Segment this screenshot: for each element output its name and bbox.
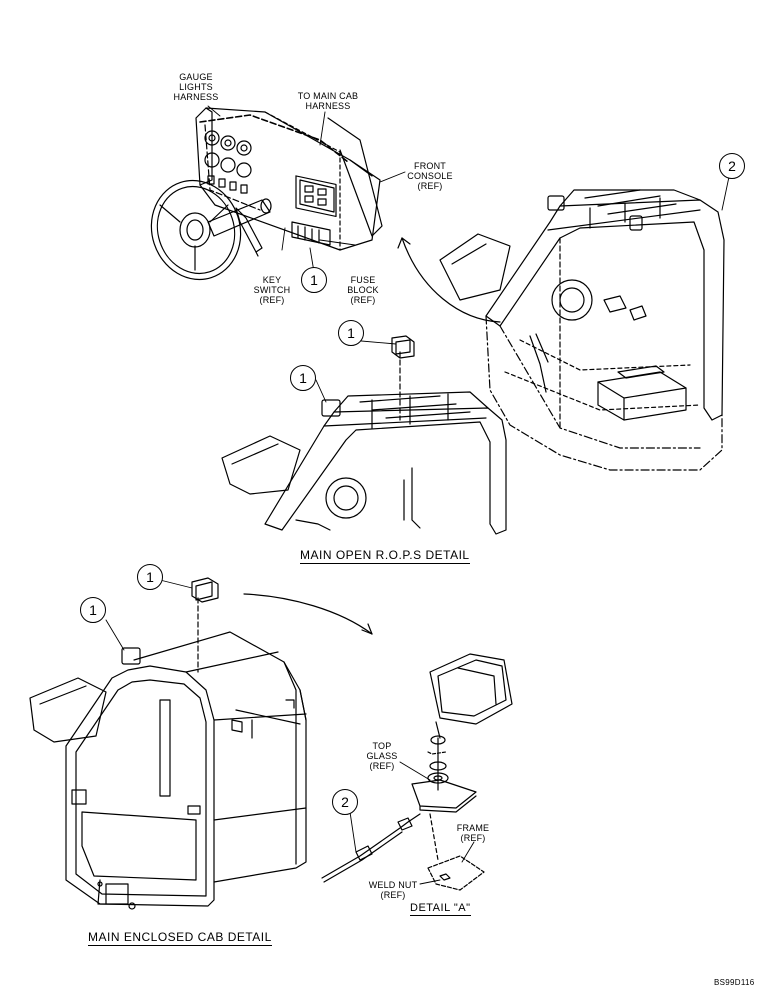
label-frame: FRAME (REF) [456,823,490,843]
callout-1-key-switch-area: 1 [301,267,327,293]
dashboard-console-illustration [150,107,383,281]
lamp-part-cab [191,577,219,603]
label-to-main-cab-harness: TO MAIN CAB HARNESS [297,91,359,111]
label-fuse-block: FUSE BLOCK (REF) [347,275,379,305]
lamp-part-open-rops [391,335,415,359]
label-key-switch: KEY SWITCH (REF) [253,275,291,305]
label-top-glass: TOP GLASS (REF) [366,741,398,771]
label-front-console: FRONT CONSOLE (REF) [407,161,453,191]
leader-lines-lower [105,171,731,885]
open-rops-illustration [221,351,507,535]
drawing-code: BS99D116 [714,978,755,987]
label-gauge-lights-harness: GAUGE LIGHTS HARNESS [173,72,219,102]
label-weld-nut: WELD NUT (REF) [368,880,418,900]
title-open-rops-detail: MAIN OPEN R.O.P.S DETAIL [300,548,470,564]
leader-lines-top [207,105,406,273]
rops-phantom-illustration [397,189,725,471]
enclosed-cab-illustration [29,593,373,910]
callout-1-cab-mounted-lamp: 1 [80,597,106,623]
title-detail-a: DETAIL "A" [410,902,471,916]
callout-2-harness-detail: 2 [332,789,358,815]
callout-1-open-lamp: 1 [338,320,364,346]
callout-2-rops-phantom: 2 [719,153,745,179]
title-enclosed-cab-detail: MAIN ENCLOSED CAB DETAIL [88,930,272,946]
callout-1-cab-lamp: 1 [137,564,163,590]
detail-a-illustration [321,653,513,891]
callout-1-open-rops-lamp: 1 [290,365,316,391]
